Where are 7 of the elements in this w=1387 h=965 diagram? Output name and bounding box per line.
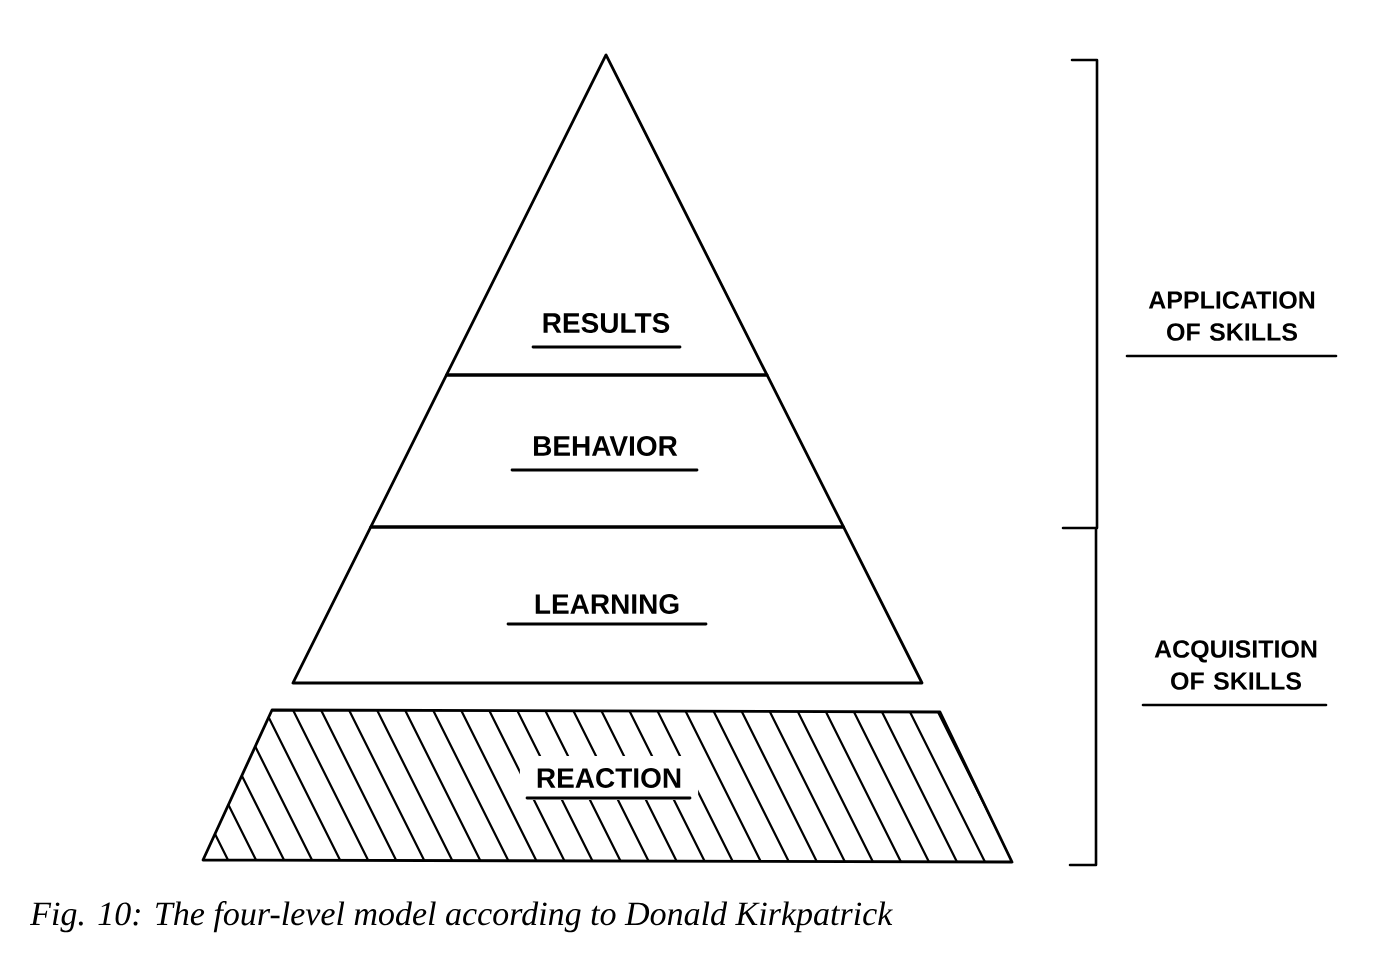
pyramid-tier: BEHAVIOR [369, 373, 845, 529]
bracket-label: ACQUISITION OF SKILLS [1141, 640, 1328, 707]
bracket-label: APPLICATION OF SKILLS [1125, 291, 1338, 358]
pyramid-tier: REACTION [201, 708, 1014, 864]
pyramid-tier: LEARNING [291, 525, 924, 685]
pyramid-tier: RESULTS [445, 53, 769, 377]
caption: Fig. 10: The four-level model according to Donald Kirkpatrick [30, 901, 893, 933]
